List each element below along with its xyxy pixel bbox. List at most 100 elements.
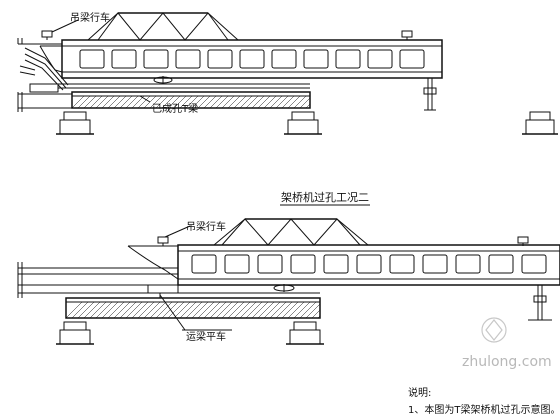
girder-panel [175,49,201,69]
stage2-cart-right [273,284,295,292]
girder-hatch-line [227,95,241,109]
girder-hatch-line [107,301,125,319]
girder-hatch-line [143,301,161,319]
girder-hatch-line [167,301,185,319]
girder-panel [335,49,361,69]
girder-hatch-line [179,95,193,109]
girder-hatch-line [185,301,203,319]
stage2-drawing [17,218,560,345]
stage2-label-cart: 运梁平车 [186,330,226,343]
girder-hatch-line [95,95,109,109]
girder-hatch-line [257,301,275,319]
girder-hatch-line [197,301,215,319]
stage2-main-girder [127,244,560,286]
stage1-finished-girder [17,91,311,112]
girder-hatch-line [71,95,85,109]
girder-hatch-line [293,301,311,319]
notes-heading: 说明: [408,386,431,399]
girder-hatch-line [83,95,97,109]
stage1-label-crane: 吊梁行车 [70,11,110,24]
stage2-crane-trolleys [157,236,529,246]
girder-panel [367,49,393,69]
girder-hatch-line [287,301,305,319]
girder-hatch-line [233,301,251,319]
girder-hatch-line [209,95,223,109]
girder-hatch-line [215,301,233,319]
girder-panel [271,49,297,69]
stage1-pier-left [56,111,94,135]
girder-hatch-line [245,301,263,319]
girder-panel [303,49,329,69]
stage2-title: 架桥机过孔工况二 [281,190,369,204]
girder-hatch-line [101,95,115,109]
girder-hatch-line [113,95,127,109]
stage1-label-finished-girder: 已成孔T梁 [152,102,198,115]
girder-hatch-line [275,95,289,109]
watermark-text: zhulong.com [462,354,552,370]
girder-hatch-line [173,95,187,109]
girder-hatch-line [89,301,107,319]
girder-panel [143,49,169,69]
stage2-transport-cart [147,284,179,298]
girder-panel [79,49,105,69]
girder-panel [455,254,481,274]
girder-hatch-line [161,301,179,319]
girder-hatch-line [245,95,259,109]
girder-hatch-line [149,95,163,109]
girder-hatch-line [191,301,209,319]
girder-hatch-line [95,301,113,319]
stage1-left-slings [19,47,69,91]
girder-panel [399,49,425,69]
girder-hatch-line [251,301,269,319]
girder-hatch-line [305,103,311,109]
girder-hatch-line [299,301,317,319]
girder-hatch-line [185,95,199,109]
stage1-main-girder [39,39,443,79]
girder-hatch-line [293,95,307,109]
girder-hatch-line [77,301,95,319]
stage2-front-leg [528,285,552,321]
girder-hatch-line [149,301,167,319]
girder-hatch-line [221,95,235,109]
stage1-crane-trolleys [41,30,413,40]
girder-hatch-line [299,97,311,109]
girder-panel [389,254,415,274]
girder-hatch-line [227,301,245,319]
girder-hatch-line [89,95,103,109]
girder-hatch-line [137,301,155,319]
girder-panel [191,254,217,274]
girder-hatch-line [317,315,321,319]
watermark-logo-icon [481,317,507,343]
girder-hatch-line [239,95,253,109]
girder-hatch-line [305,303,321,319]
girder-hatch-line [191,95,205,109]
girder-panel [207,49,233,69]
girder-hatch-line [173,301,191,319]
stage2-truss-tower [213,218,369,246]
stage2-pier-left [56,321,94,345]
stage2-pier-mid [286,321,324,345]
girder-hatch-line [209,301,227,319]
girder-hatch-line [263,95,277,109]
girder-panel [356,254,382,274]
girder-hatch-line [179,301,197,319]
girder-hatch-line [311,309,321,319]
girder-panel [488,254,514,274]
girder-hatch-line [215,95,229,109]
girder-hatch-line [239,301,257,319]
girder-hatch-line [119,301,137,319]
girder-hatch-line [233,95,247,109]
girder-hatch-line [203,95,217,109]
girder-panel [422,254,448,274]
stage2-label-crane: 吊梁行车 [186,220,226,233]
girder-hatch-line [155,301,173,319]
girder-hatch-line [251,95,265,109]
girder-panel [239,49,265,69]
girder-hatch-line [83,301,101,319]
girder-hatch-line [155,95,169,109]
girder-hatch-line [119,95,133,109]
stage1-front-leg [423,78,437,111]
girder-hatch-line [263,301,281,319]
girder-hatch-line [257,95,271,109]
